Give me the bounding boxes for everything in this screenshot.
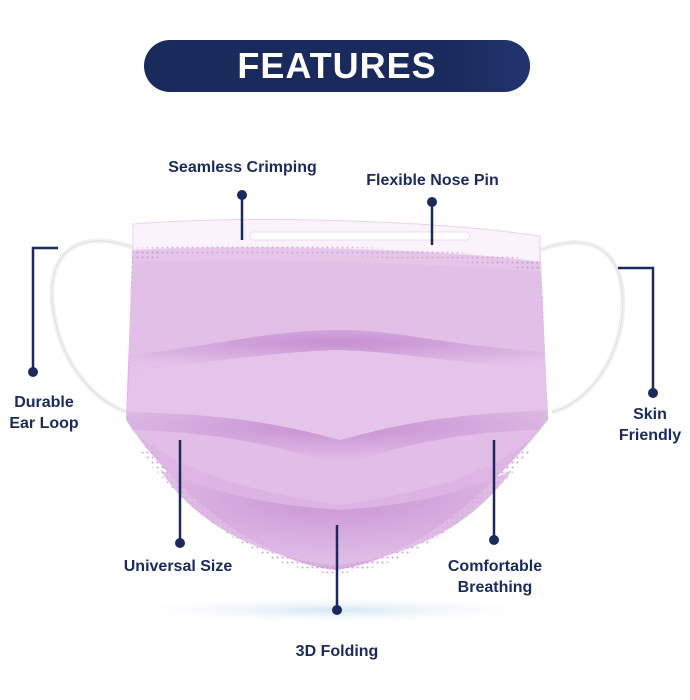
label-universal-size: Universal Size — [123, 558, 233, 575]
ear-loop-left-outline — [51, 240, 136, 413]
ear-loop-right — [539, 239, 626, 415]
label-flexible-nose-pin: Flexible Nose Pin — [366, 172, 499, 189]
pleat-2 — [126, 350, 548, 440]
callout-dot-icon — [648, 388, 658, 398]
label-durable-ear-loop: Durable Ear Loop — [4, 392, 84, 434]
label-durable-ear-loop-line1: Durable — [14, 394, 74, 411]
features-banner: FEATURES — [144, 40, 530, 92]
banner-title: FEATURES — [237, 45, 437, 86]
label-3d-folding: 3D Folding — [295, 643, 379, 660]
label-skin-friendly: Skin Friendly — [610, 404, 690, 446]
pleat-3 — [132, 430, 540, 505]
nose-pin — [249, 231, 471, 241]
pleat-1 — [130, 260, 545, 355]
pleat-3-shade — [160, 470, 512, 565]
callout-dot-icon — [28, 367, 38, 377]
nose-strip-dots — [133, 245, 540, 270]
label-comfortable-breathing-line2: Breathing — [457, 579, 533, 596]
ear-loop-right-outline — [539, 241, 624, 413]
callout-dot-icon — [489, 535, 499, 545]
pleat-1-shade — [130, 330, 545, 370]
callout-dot-icon — [427, 197, 437, 207]
callout-dot-icon — [175, 538, 185, 548]
label-skin-friendly-line2: Friendly — [618, 427, 682, 444]
callout-line-durable-ear-loop — [31, 246, 58, 372]
label-comfortable-breathing: Comfortable Breathing — [440, 556, 550, 598]
pleat-2-shade — [126, 410, 548, 465]
label-comfortable-breathing-line1: Comfortable — [447, 558, 543, 575]
label-durable-ear-loop-line2: Ear Loop — [9, 415, 79, 432]
ear-loop-left — [49, 238, 136, 415]
callout-dot-icon — [332, 605, 342, 615]
label-skin-friendly-line1: Skin — [633, 406, 667, 423]
label-seamless-crimping: Seamless Crimping — [168, 159, 317, 176]
callout-dot-icon — [237, 190, 247, 200]
callout-line-skin-friendly — [618, 266, 655, 393]
